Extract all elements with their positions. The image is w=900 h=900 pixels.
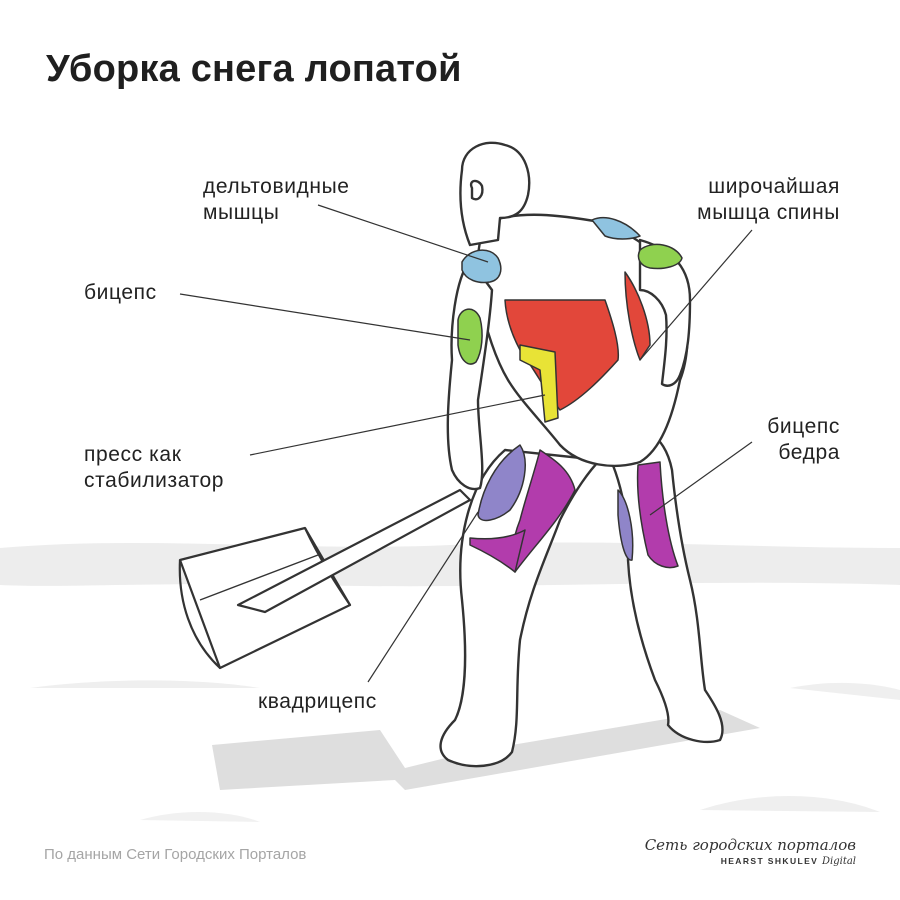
deltoid-left <box>461 249 502 284</box>
label-latissimus: широчайшая мышца спины <box>697 175 840 224</box>
page-title: Уборка снега лопатой <box>46 48 462 90</box>
quad-side-left <box>477 444 526 522</box>
brand-sub-text: HEARST SHKULEV <box>720 856 819 866</box>
leader-lines <box>179 204 753 683</box>
brand-sub: HEARST SHKULEV Digital <box>645 856 856 867</box>
hamstring-right <box>636 461 679 569</box>
label-quadriceps: квадрицепс <box>258 690 377 713</box>
label-hamstring: бицепс бедра <box>767 415 840 464</box>
brand-logo: Сеть городских порталов HEARST SHKULEV D… <box>645 836 856 867</box>
biceps-left <box>457 308 483 365</box>
biceps-right <box>637 243 683 270</box>
latissimus-main <box>504 299 620 411</box>
hamstring-left-2 <box>469 529 526 573</box>
abs <box>519 344 559 423</box>
quad-side-right <box>617 489 634 561</box>
brand-sub-italic: Digital <box>822 856 856 867</box>
label-abs: пресс как стабилизатор <box>84 443 225 492</box>
deltoid-right <box>591 216 641 240</box>
label-biceps: бицепс <box>84 281 157 304</box>
muscles <box>457 216 683 573</box>
brand-name: Сеть городских порталов <box>644 836 856 854</box>
shovel <box>178 488 472 670</box>
label-deltoids: дельтовидные мышцы <box>203 175 350 224</box>
body <box>439 141 724 768</box>
source-note: По данным Сети Городских Порталов <box>44 846 307 863</box>
